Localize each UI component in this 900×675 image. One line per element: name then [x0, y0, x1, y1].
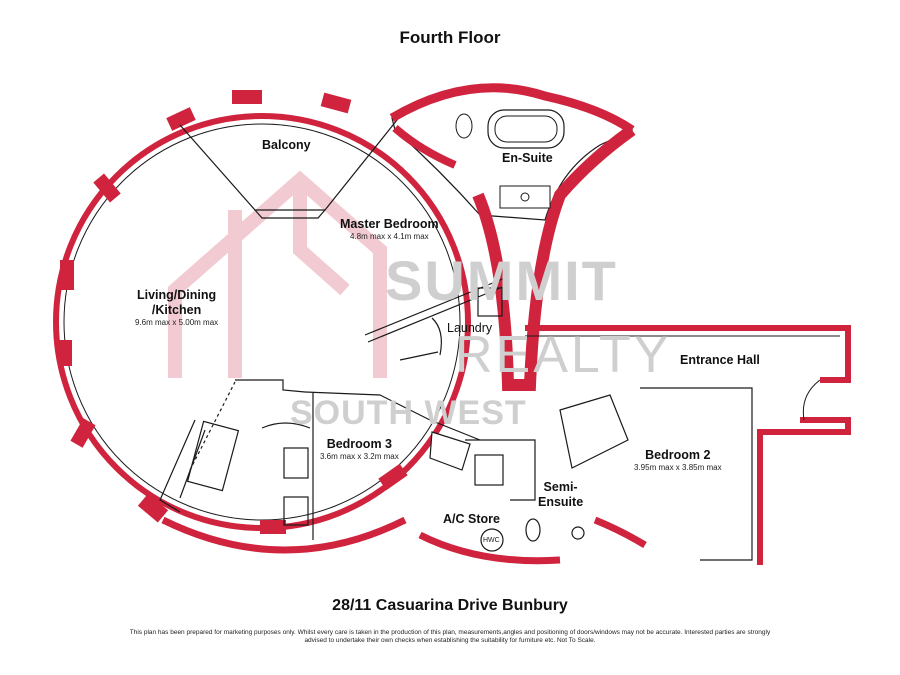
watermark-text-3: SOUTH WEST [290, 394, 527, 432]
entrance-hall-walls [525, 325, 851, 565]
ac-store-label: A/C Store [443, 512, 500, 526]
service-walls [418, 439, 561, 565]
room-entrance-hall: Entrance Hall [680, 353, 760, 368]
ensuite-walls [389, 83, 636, 391]
bedroom2-label: Bedroom 2 [645, 448, 711, 462]
balcony-label: Balcony [262, 138, 311, 152]
watermark-house-icon [168, 170, 387, 378]
semi-ensuite-label-1: Semi- [543, 480, 578, 494]
living-dims: 9.6m max x 5.00m max [135, 318, 219, 327]
room-master-bedroom: Master Bedroom 4.8m max x 4.1m max [340, 217, 439, 242]
master-bedroom-dims: 4.8m max x 4.1m max [349, 232, 429, 241]
bedroom2-dims: 3.95m max x 3.85m max [634, 463, 722, 472]
room-bedroom2: Bedroom 2 3.95m max x 3.85m max [634, 448, 722, 473]
bedroom3-dims: 3.6m max x 3.2m max [320, 452, 399, 461]
room-living: Living/Dining /Kitchen 9.6m max x 5.00m … [135, 288, 218, 328]
room-ensuite: En-Suite [502, 151, 553, 166]
living-label-2: /Kitchen [151, 303, 202, 317]
watermark-text-1: SUMMIT [385, 249, 618, 312]
master-bedroom-label: Master Bedroom [340, 217, 439, 231]
property-address: 28/11 Casuarina Drive Bunbury [332, 597, 568, 614]
kitchen-bedroom3-walls [159, 379, 481, 540]
laundry-walls [364, 277, 506, 361]
room-ac-store: A/C Store [443, 512, 500, 527]
room-hwc: HWC [483, 536, 500, 546]
living-label-1: Living/Dining [136, 288, 217, 302]
balcony-outline [179, 109, 406, 219]
bedroom3-label: Bedroom 3 [326, 437, 392, 451]
hwc-label: HWC [483, 537, 500, 544]
entrance-hall-label: Entrance Hall [680, 353, 760, 367]
room-laundry: Laundry [447, 321, 492, 336]
ensuite-label: En-Suite [502, 151, 553, 165]
laundry-label: Laundry [447, 321, 493, 335]
bedroom3-wall [161, 516, 407, 554]
room-semi-ensuite: Semi- Ensuite [538, 480, 583, 510]
floor-title: Fourth Floor [399, 28, 501, 47]
bedroom2-walls [559, 387, 753, 561]
living-circle-wall [53, 113, 471, 531]
watermark-text-2: REALTY [455, 326, 672, 384]
room-balcony: Balcony [262, 138, 311, 153]
room-bedroom3: Bedroom 3 3.6m max x 3.2m max [320, 437, 399, 462]
window-piers [58, 90, 408, 534]
semi-ensuite-label-2: Ensuite [538, 495, 584, 509]
disclaimer-text: This plan has been prepared for marketin… [129, 629, 771, 644]
